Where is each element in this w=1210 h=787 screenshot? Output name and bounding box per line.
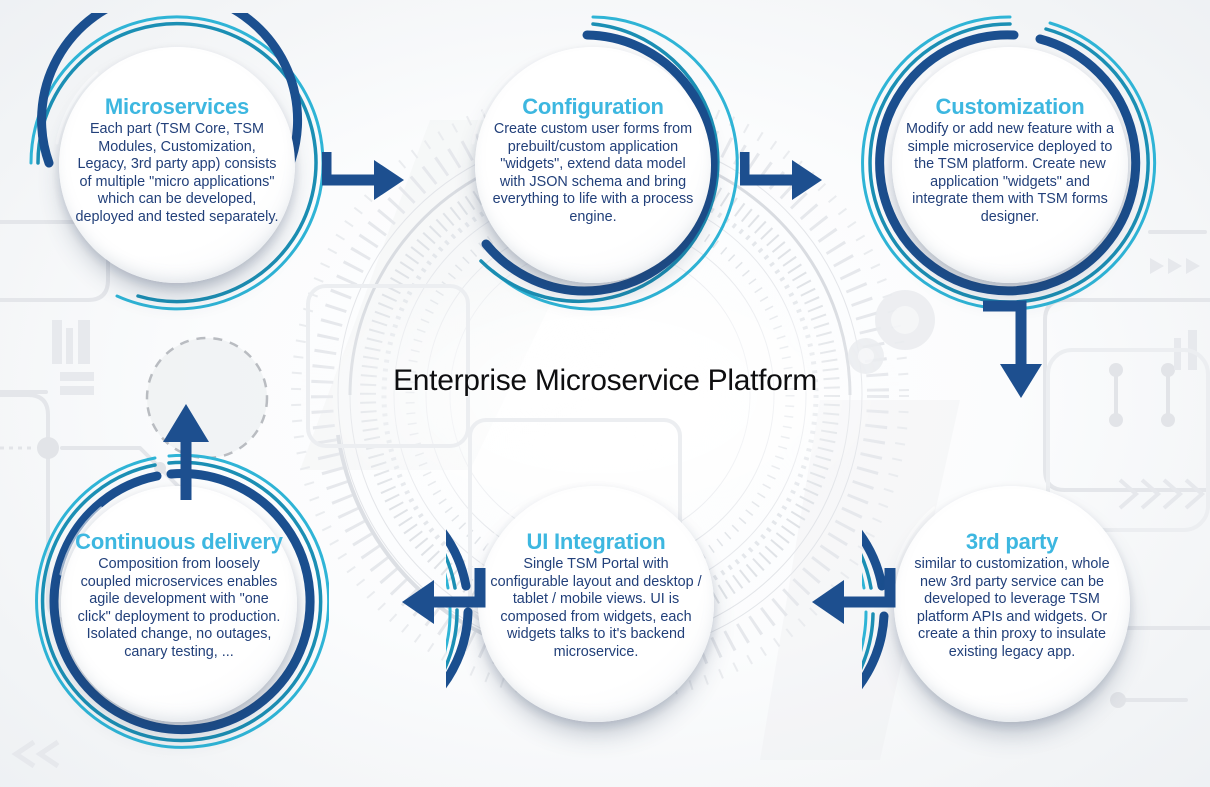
node-card-customization: Customization Modify or add new feature … <box>892 47 1128 283</box>
node-title: UI Integration <box>526 529 666 554</box>
node-body: Single TSM Portal with configurable layo… <box>490 556 702 660</box>
node-card-continuous-delivery: Continuous delivery Composition from loo… <box>61 486 297 722</box>
node-title: Configuration <box>522 94 664 119</box>
node-ring-configuration <box>471 15 739 311</box>
node-body: Each part (TSM Core, TSM Modules, Custom… <box>75 121 279 225</box>
node-card-ui-integration: UI Integration Single TSM Portal with co… <box>478 486 714 722</box>
node-title: Continuous delivery <box>75 529 283 554</box>
node-body: Create custom user forms from prebuilt/c… <box>492 121 694 225</box>
node-microservices[interactable]: Microservices Each part (TSM Core, TSM M… <box>27 13 327 313</box>
node-continuous-delivery[interactable]: Continuous delivery Composition from loo… <box>29 452 329 752</box>
node-card-configuration: Configuration Create custom user forms f… <box>475 47 711 283</box>
node-title: Customization <box>935 94 1085 119</box>
arrow-third-party-to-ui-integration <box>812 568 896 624</box>
node-ring-ui-integration <box>446 506 520 689</box>
arrow-configuration-to-customization <box>740 152 822 200</box>
node-ui-integration[interactable]: UI Integration Single TSM Portal with co… <box>446 452 746 752</box>
node-ring-third-party <box>862 506 936 690</box>
node-card-third-party: 3rd party similar to customization, whol… <box>894 486 1130 722</box>
node-third-party[interactable]: 3rd party similar to customization, whol… <box>862 452 1162 752</box>
center-title: Enterprise Microservice Platform <box>393 364 817 397</box>
arrow-microservices-to-configuration <box>322 152 404 200</box>
arrow-customization-to-third-party <box>983 300 1042 398</box>
arrow-ui-integration-to-continuous-delivery <box>402 568 486 624</box>
node-configuration[interactable]: Configuration Create custom user forms f… <box>443 13 743 313</box>
node-card-microservices: Microservices Each part (TSM Core, TSM M… <box>59 47 295 283</box>
arrow-continuous-delivery-to-microservices <box>163 404 209 500</box>
node-body: similar to customization, whole new 3rd … <box>914 556 1110 660</box>
node-body: Composition from loosely coupled microse… <box>77 556 281 660</box>
node-customization[interactable]: Customization Modify or add new feature … <box>860 13 1160 313</box>
node-ring-continuous-delivery <box>35 453 329 749</box>
node-body: Modify or add new feature with a simple … <box>906 121 1114 225</box>
node-title: 3rd party <box>965 529 1059 554</box>
node-title: Microservices <box>104 94 250 119</box>
